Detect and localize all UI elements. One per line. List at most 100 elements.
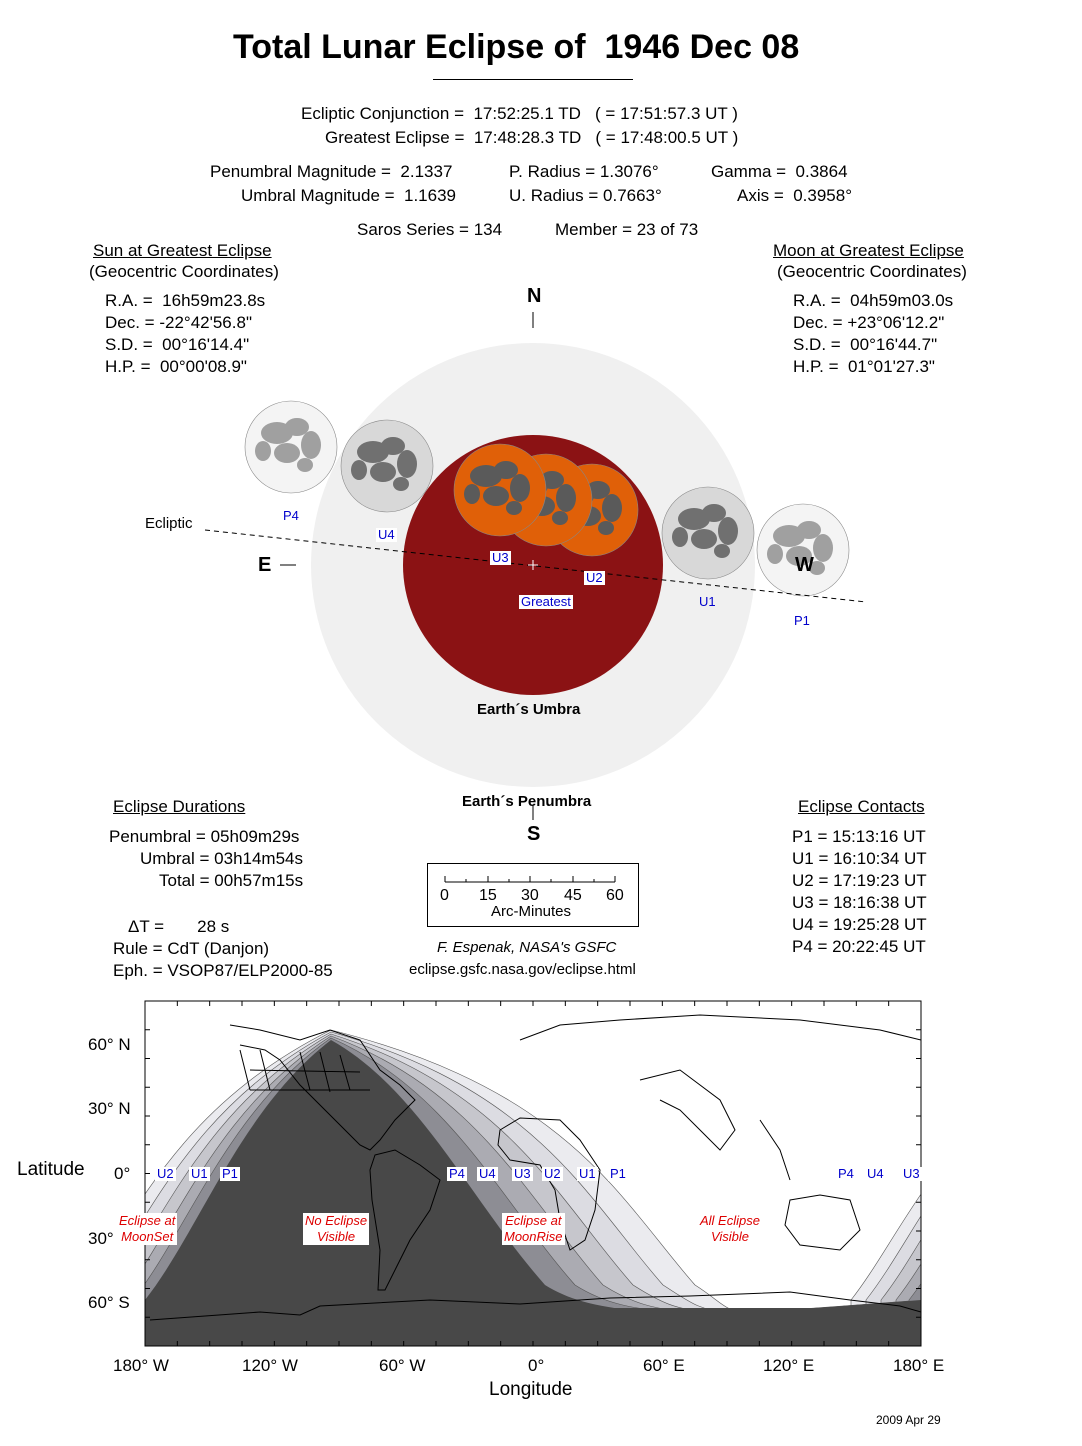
u-radius: U. Radius = 0.7663° [509,186,662,205]
north-label: N [527,285,542,307]
durations-heading: Eclipse Durations [113,797,246,816]
sun-dec: Dec. = -22°42'56.8" [105,313,252,332]
west-label: W [795,554,814,576]
ephemeris: Eph. = VSOP87/ELP2000-85 [113,961,333,980]
region-moonset-line1: Eclipse at [119,1213,176,1228]
lat-label-30n: 30° N [88,1099,131,1118]
conjunction-text: Ecliptic Conjunction = 17:52:25.1 TD ( =… [301,104,738,123]
south-label: S [527,823,541,845]
region-all-line1: All Eclipse [700,1213,760,1228]
contact-label-u3: U3 [490,550,511,565]
umbral-magnitude: Umbral Magnitude = 1.1639 [241,186,456,205]
coastlines [149,1014,921,1321]
moon-dec: Dec. = +23°06'12.2" [793,313,945,332]
region-moonrise-line1: Eclipse at [505,1213,562,1228]
lat-label-30s: 30° [88,1229,114,1248]
visibility-band [895,1263,921,1346]
map-contact-p1: P1 [220,1166,240,1181]
scale-box [427,863,639,927]
scale-unit: Arc-Minutes [491,903,572,920]
sun-sd: S.D. = 00°16'14.4" [105,335,250,354]
moon-sd: S.D. = 00°16'44.7" [793,335,938,354]
latitude-title: Latitude [17,1159,85,1180]
scale-tick-60: 60 [606,887,624,904]
lat-label-60s: 60° S [88,1293,130,1312]
moon-total-start [453,443,547,537]
greatest-text: Greatest Eclipse = 17:48:28.3 TD ( = 17:… [325,128,739,147]
region-all-line2: Visible [710,1229,750,1244]
duration-total: Total = 00h57m15s [159,871,304,890]
moon-heading: Moon at Greatest Eclipse [773,241,964,260]
moon-u1 [661,486,755,580]
delta-t: ΔT = 28 s [128,917,230,936]
map-contact-u2: U2 [155,1166,176,1181]
moon-subheading: (Geocentric Coordinates) [777,262,967,281]
lon-label-180w: 180° W [113,1356,169,1375]
no-eclipse-south [145,1308,921,1346]
umbra-label: Earth´s Umbra [477,701,581,718]
region-moonrise-line2: MoonRise [504,1229,563,1244]
greatest-label: Greatest [519,594,573,609]
map-contact-u2: U2 [542,1166,563,1181]
contact-label-u1: U1 [699,594,716,609]
lon-label-60w: 60° W [379,1356,426,1375]
credit-url: eclipse.gsfc.nasa.gov/eclipse.html [409,961,636,978]
visibility-band [908,1283,921,1346]
moon-p1 [756,503,850,597]
map-contact-u1: U1 [189,1166,210,1181]
lat-label-0: 0° [114,1164,131,1183]
rule: Rule = CdT (Danjon) [113,939,270,958]
visibility-band [145,1040,921,1346]
sun-hp: H.P. = 00°00'08.9" [105,357,247,376]
region-moonset-line2: MoonSet [121,1229,174,1244]
sun-ra: R.A. = 16h59m23.8s [105,291,266,310]
map-contact-u4: U4 [477,1166,498,1181]
sun-subheading: (Geocentric Coordinates) [89,262,279,281]
scale-tick-0: 0 [440,887,449,904]
map-contact-p4: P4 [447,1166,467,1181]
contact-p1: P1 = 15:13:16 UT [792,827,926,846]
lon-label-0: 0° [528,1356,545,1375]
moon-p4 [244,400,338,494]
axis: Axis = 0.3958° [737,186,853,205]
penumbra-label: Earth´s Penumbra [462,793,592,810]
map-contact-u1: U1 [577,1166,598,1181]
saros-series: Saros Series = 134 [357,220,503,239]
duration-umbral: Umbral = 03h14m54s [140,849,304,868]
lat-label-60n: 60° N [88,1035,131,1054]
lon-label-120e: 120° E [763,1356,815,1375]
east-label: E [258,554,272,576]
longitude-title: Longitude [489,1379,573,1400]
sun-heading: Sun at Greatest Eclipse [93,241,272,260]
map-contact-u3: U3 [512,1166,533,1181]
lon-label-120w: 120° W [242,1356,298,1375]
moon-u4 [340,419,434,513]
title-underline [433,79,633,80]
contact-u4: U4 = 19:25:28 UT [792,915,927,934]
creation-date: 2009 Apr 29 [876,1413,941,1427]
contacts-heading: Eclipse Contacts [798,797,925,816]
contact-label-p4: P4 [283,508,299,523]
contact-p4: P4 = 20:22:45 UT [792,937,926,956]
region-none-line2: Visible [317,1229,356,1244]
contact-u1: U1 = 16:10:34 UT [792,849,927,868]
p-radius: P. Radius = 1.3076° [509,162,659,181]
credit-author: F. Espenak, NASA's GSFC [437,939,617,956]
scale-tick-15: 15 [479,887,497,904]
gamma: Gamma = 0.3864 [711,162,848,181]
contact-label-u2: U2 [584,570,605,585]
moon-ra: R.A. = 04h59m03.0s [793,291,954,310]
saros-member: Member = 23 of 73 [555,220,699,239]
duration-penumbral: Penumbral = 05h09m29s [109,827,300,846]
moon-hp: H.P. = 01°01'27.3" [793,357,935,376]
region-none-line1: No Eclipse [305,1213,368,1228]
map-contact-u4: U4 [865,1166,886,1181]
map-contact-u3: U3 [901,1166,922,1181]
contact-u3: U3 = 18:16:38 UT [792,893,927,912]
